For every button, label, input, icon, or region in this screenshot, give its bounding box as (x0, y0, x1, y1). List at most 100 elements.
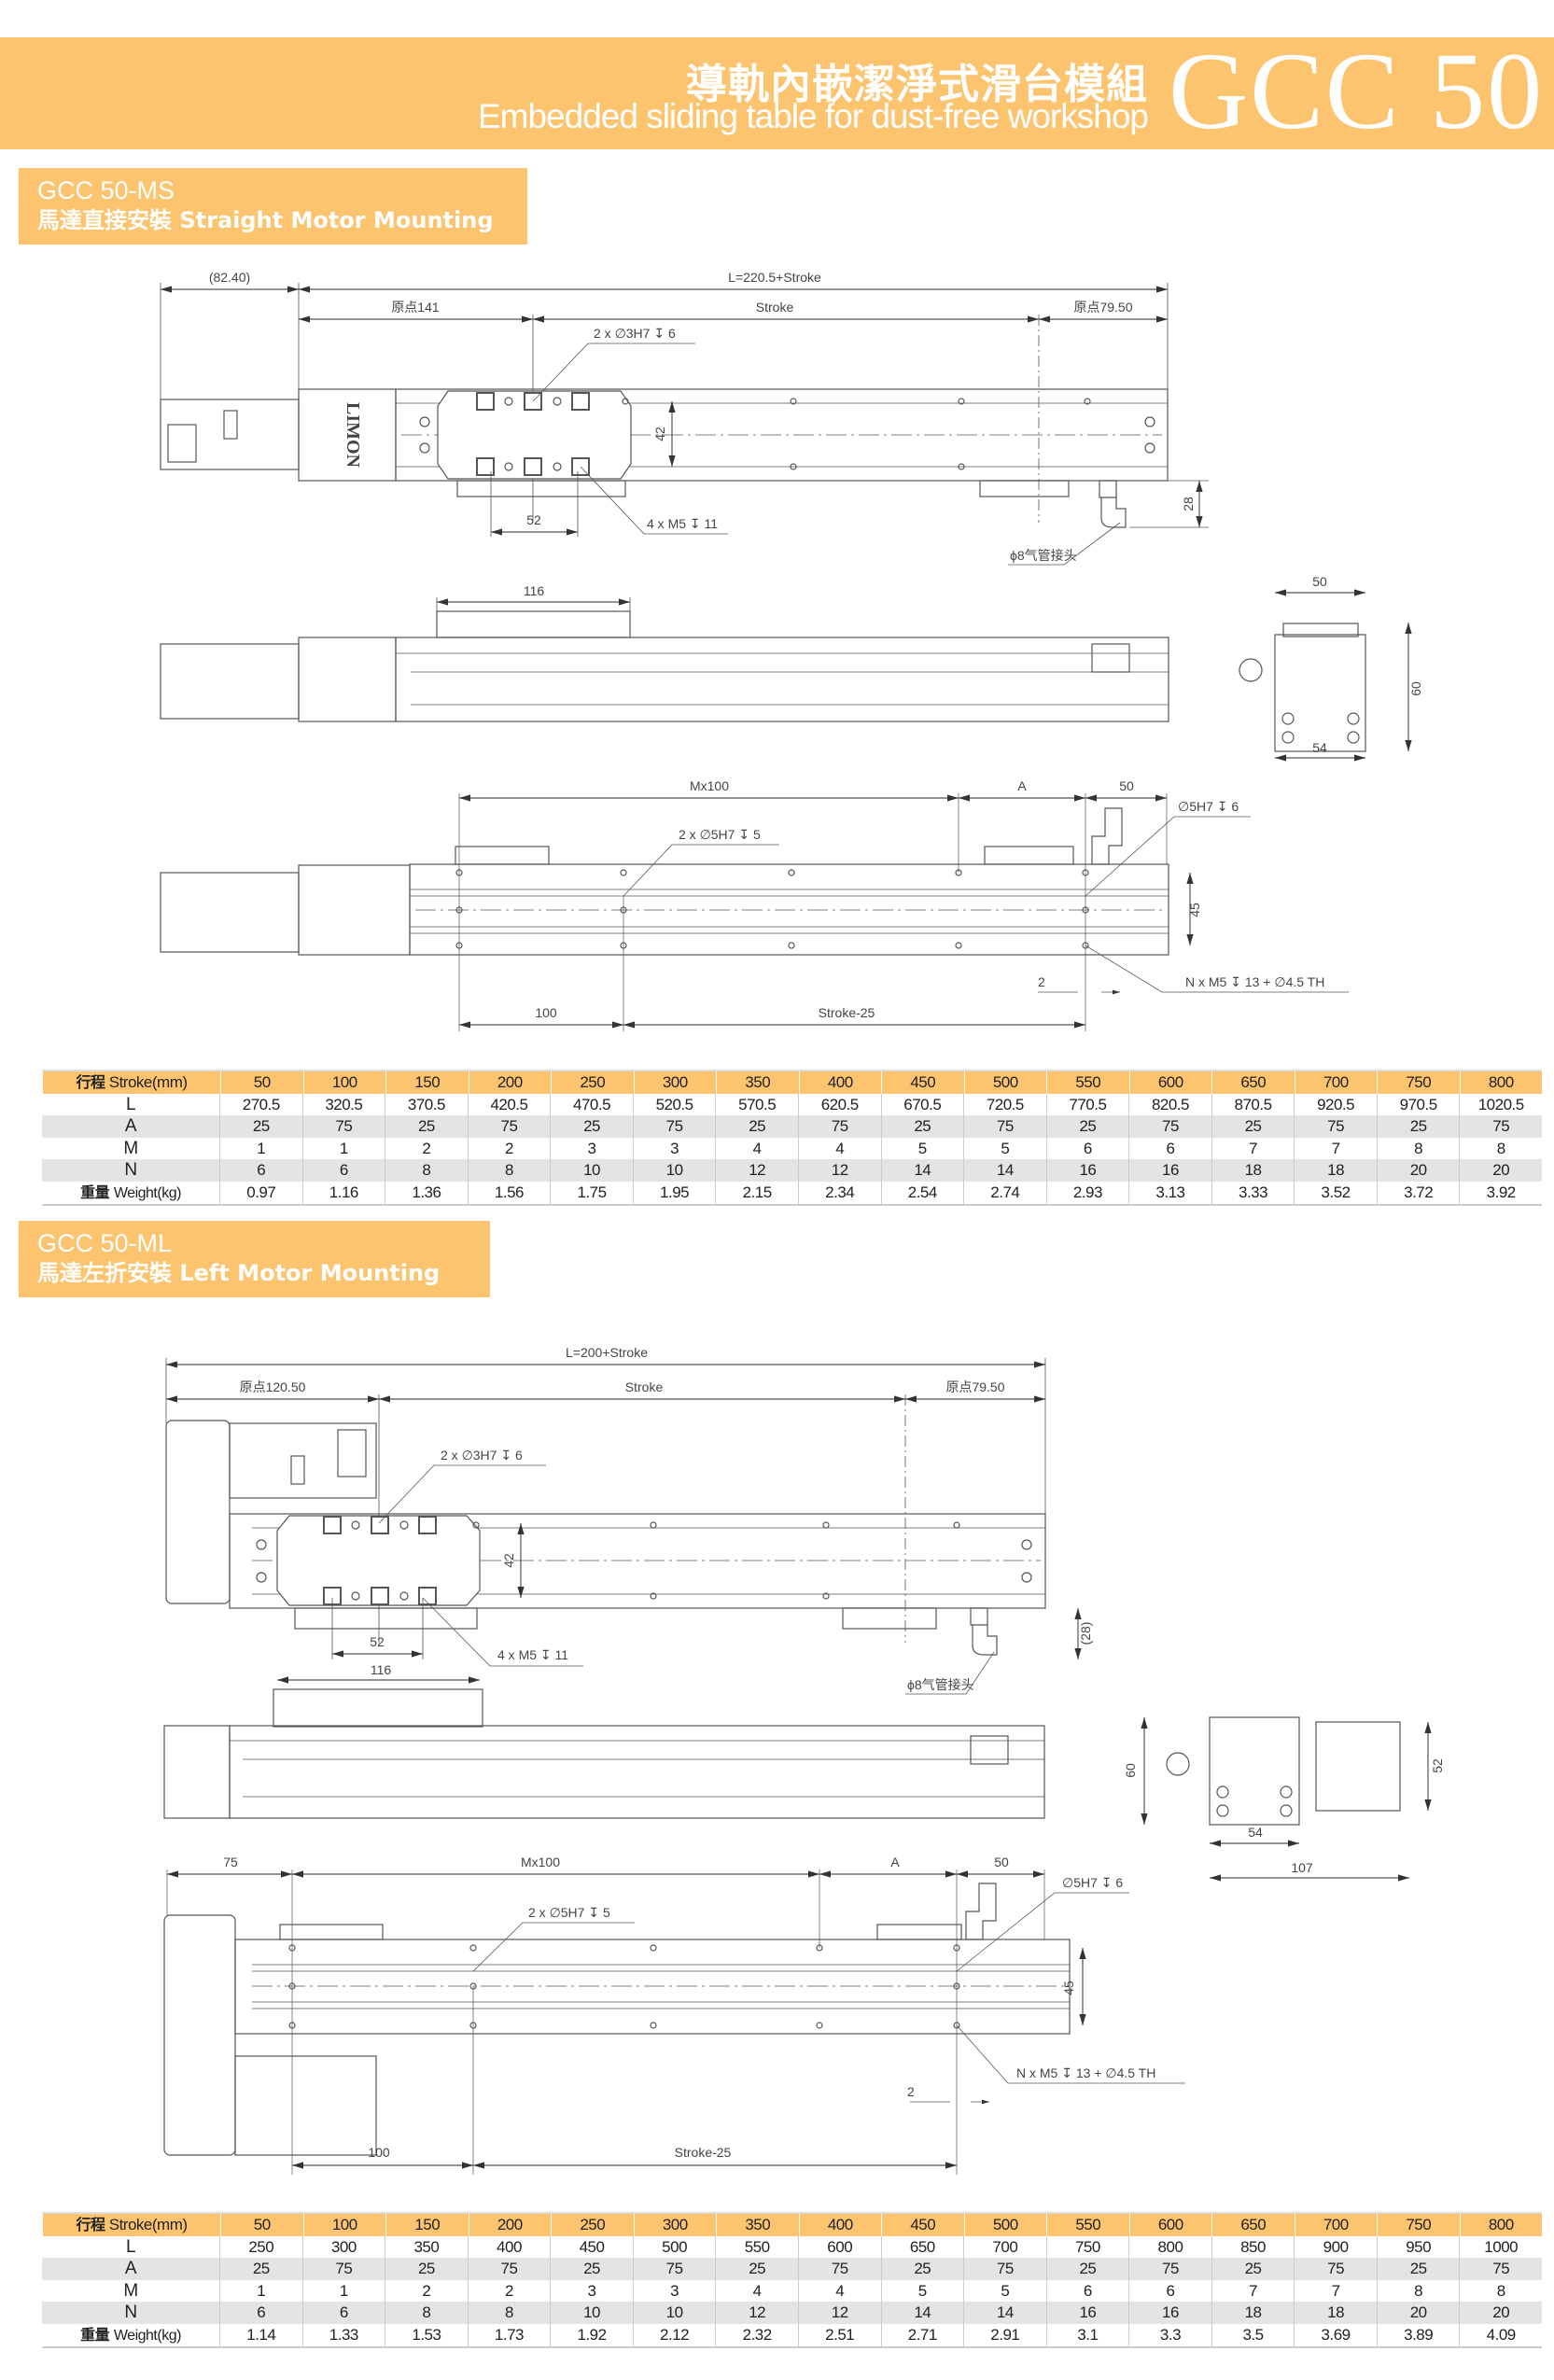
table-cell: 520.5 (632, 1093, 716, 1116)
motor-connector (167, 424, 197, 463)
rail-body (409, 863, 1169, 956)
table-cell: 12 (797, 2302, 881, 2324)
header-label-en: Stroke(mm) (108, 1073, 188, 1091)
table-cell: 2.32 (715, 2323, 798, 2346)
hole (958, 463, 965, 470)
table-cell: 7 (1294, 1137, 1377, 1160)
table-cell: 20 (1459, 2302, 1542, 2324)
stroke-value: 100 (302, 1071, 386, 1094)
table-cell: 300 (301, 2235, 385, 2259)
dim-end-52: 52 (1430, 1758, 1445, 1773)
table-cell: 2.93 (1045, 1181, 1129, 1204)
table-cell: 600 (797, 2235, 881, 2259)
table-cell: 25 (219, 2258, 302, 2280)
stroke-value: 500 (963, 2214, 1047, 2236)
table-cell: 6 (219, 2302, 302, 2324)
air-fitting (1091, 643, 1130, 673)
dim-75: 75 (223, 1855, 238, 1869)
rail-body (395, 637, 1169, 722)
table-cell: 3.1 (1045, 2323, 1129, 2346)
note-pin-bottom: 2 x ∅5H7 ↧ 5 (679, 827, 761, 842)
row-label: L (125, 1094, 136, 1114)
table-cell: 770.5 (1045, 1093, 1129, 1116)
table-cell: 1.14 (219, 2323, 302, 2346)
table-cell: 1.16 (301, 1181, 385, 1204)
table-cell: 25 (880, 2258, 964, 2280)
hole (650, 1944, 657, 1952)
hole (553, 462, 562, 471)
stroke-value: 400 (798, 1071, 882, 1094)
table-cell: 1 (301, 2279, 385, 2303)
hole (790, 463, 797, 470)
table-cell: 2 (467, 1137, 551, 1160)
table-cell: 1000 (1459, 2235, 1542, 2259)
table-cell: 25 (385, 2258, 468, 2280)
table-cell: 6 (219, 1159, 302, 1182)
table-cell: 1.75 (550, 1181, 633, 1204)
hole (822, 1592, 830, 1600)
row-label: N (124, 2303, 137, 2323)
hole (1144, 416, 1155, 427)
table-cell: 25 (1211, 1115, 1295, 1138)
hole (953, 1982, 960, 1990)
table-cell: 470.5 (550, 1093, 633, 1116)
table-cell: 8 (385, 1159, 468, 1182)
table-cell: 20 (1459, 1159, 1542, 1182)
table-cell: 75 (1128, 2258, 1211, 2280)
table-cell: 10 (632, 1159, 716, 1182)
hole (955, 869, 962, 876)
stroke-value: 150 (385, 1071, 469, 1094)
table-cell: 920.5 (1294, 1093, 1377, 1116)
table-cell: 1.56 (467, 1181, 551, 1204)
ml-top-view (165, 1358, 1082, 1695)
dim-pitch-52: 52 (526, 512, 541, 527)
dim-pitch-52: 52 (370, 1634, 385, 1649)
table-cell: 16 (1045, 2302, 1129, 2324)
table-cell: 2.51 (797, 2323, 881, 2346)
table-cell: 14 (880, 1159, 964, 1182)
table-cell: 8 (1376, 1137, 1460, 1160)
stroke-value: 250 (551, 1071, 634, 1094)
table-cell: 7 (1211, 1137, 1295, 1160)
table-cell: 75 (632, 2258, 716, 2280)
note-mount-holes: N x M5 ↧ 13 + ∅4.5 TH (1185, 974, 1324, 989)
table-cell: 2.91 (963, 2323, 1046, 2346)
stroke-value: 450 (881, 1071, 964, 1094)
table-cell: 1.33 (301, 2323, 385, 2346)
hole (620, 942, 627, 949)
dim-stroke: Stroke (625, 1379, 664, 1394)
dim-end-107: 107 (1291, 1860, 1313, 1875)
carriage (273, 1688, 483, 1728)
stroke-value: 450 (881, 2214, 964, 2236)
table-cell: 4 (715, 1137, 798, 1160)
dim-50: 50 (994, 1855, 1009, 1869)
table-cell: 1.53 (385, 2323, 468, 2346)
row-label: N (124, 1160, 137, 1181)
table-cell: 870.5 (1211, 1093, 1295, 1116)
table-cell: 16 (1128, 2302, 1211, 2324)
hole (822, 1521, 830, 1529)
rail-body (395, 388, 1169, 482)
header-label-en: Stroke(mm) (108, 2216, 188, 2233)
note-mount-holes: N x M5 ↧ 13 + ∅4.5 TH (1016, 2065, 1155, 2080)
table-cell: 25 (1376, 2258, 1460, 2280)
note-pin-holes: 2 x ∅3H7 ↧ 6 (441, 1448, 523, 1463)
carriage (437, 390, 632, 480)
hole (469, 2022, 477, 2029)
table-cell: 3.92 (1459, 1181, 1542, 1204)
hole (553, 397, 562, 406)
title-english: Embedded sliding table for dust-free wor… (477, 97, 1149, 135)
hole (469, 1944, 477, 1952)
model-name: GCC 50 (1169, 30, 1545, 152)
hole (399, 1591, 409, 1601)
table-cell: 3.69 (1294, 2323, 1377, 2346)
dim-100: 100 (535, 1005, 557, 1020)
stroke-value: 550 (1046, 1071, 1129, 1094)
table-cell: 8 (467, 1159, 551, 1182)
